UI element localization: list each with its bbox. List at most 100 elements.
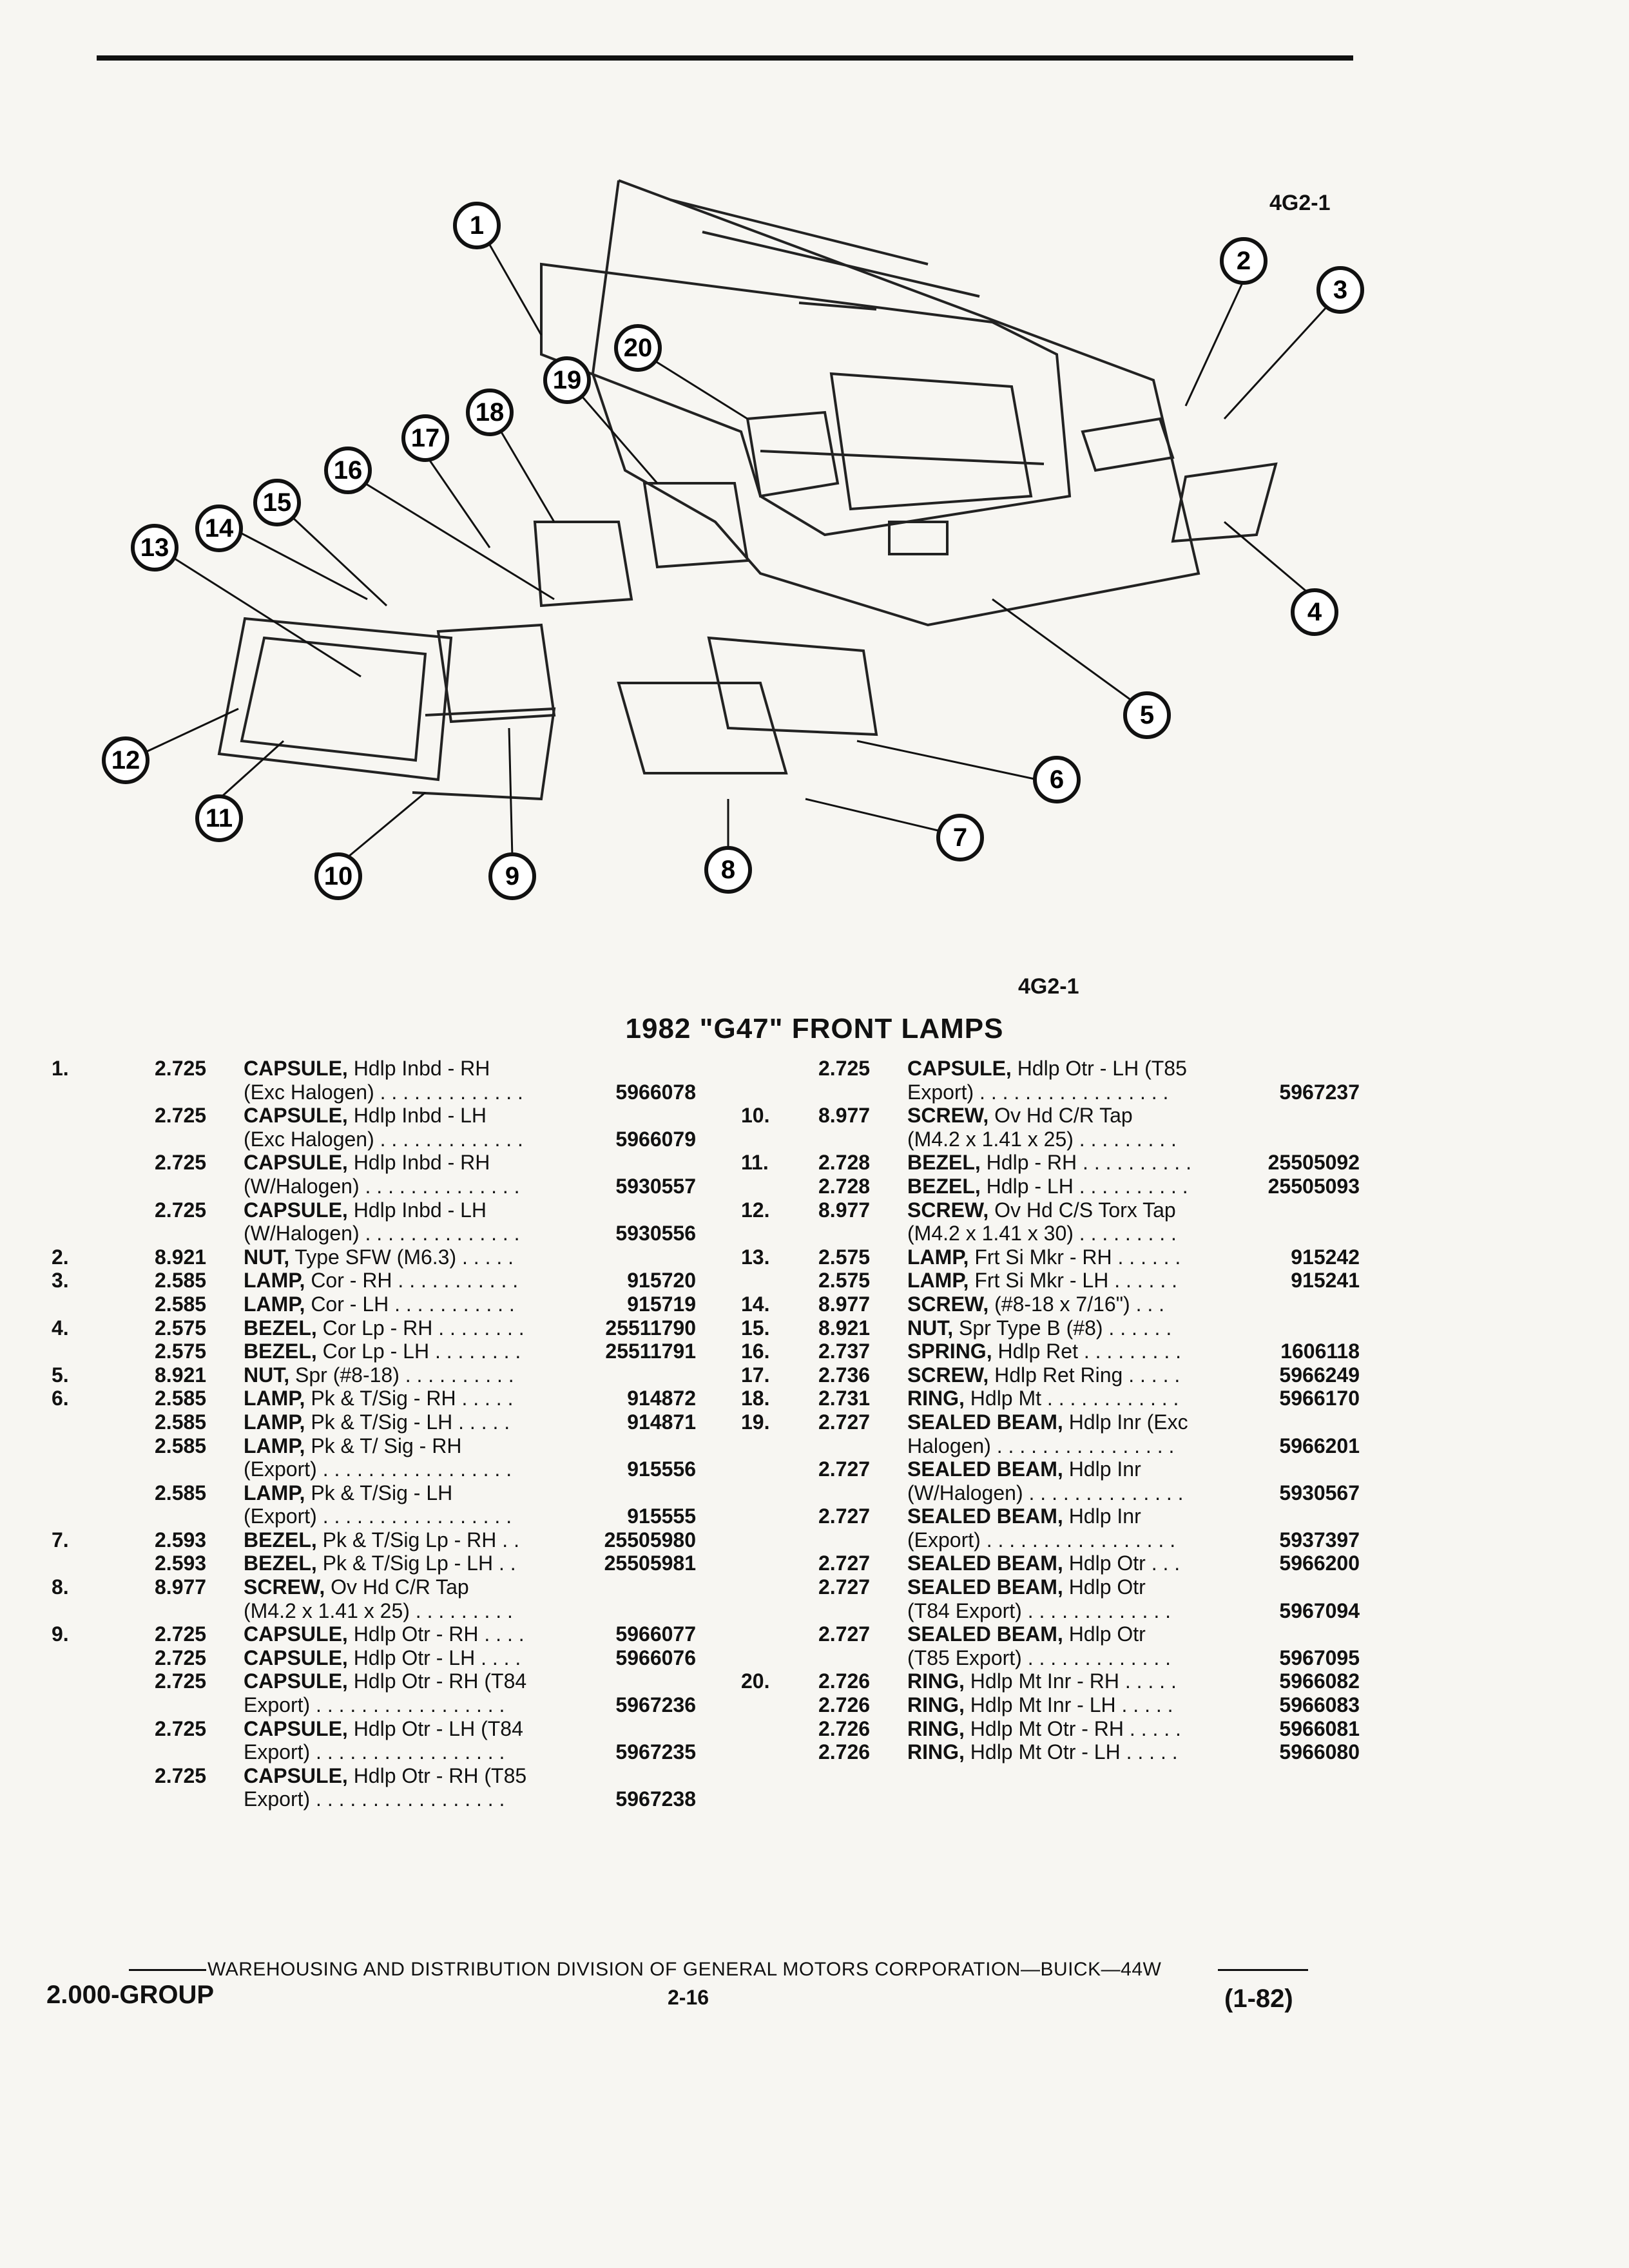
- group-number: 2.585: [155, 1410, 207, 1434]
- part-name: CAPSULE,: [244, 1716, 348, 1740]
- part-description: SCREW, Ov Hd C/R Tap: [907, 1104, 1133, 1128]
- part-description: (Exc Halogen) . . . . . . . . . . . . .: [244, 1128, 523, 1151]
- part-number: 5966082: [1279, 1669, 1360, 1693]
- group-number: 2.575: [818, 1245, 871, 1269]
- part-description: BEZEL, Pk & T/Sig Lp - RH . .: [244, 1528, 519, 1552]
- group-number: 8.977: [155, 1575, 207, 1599]
- part-number: 5967095: [1279, 1646, 1360, 1669]
- group-number: 2.737: [818, 1340, 871, 1363]
- part-description: BEZEL, Hdlp - RH . . . . . . . . . .: [907, 1151, 1191, 1175]
- part-detail: Hdlp Otr - LH (T84: [347, 1716, 523, 1740]
- part-number: 5930567: [1279, 1481, 1360, 1504]
- svg-text:5: 5: [1140, 701, 1154, 729]
- part-detail: Export) . . . . . . . . . . . . . . . . …: [244, 1787, 505, 1811]
- part-description: (T85 Export) . . . . . . . . . . . . .: [907, 1646, 1171, 1670]
- part-number: 5966077: [615, 1622, 696, 1646]
- part-description: CAPSULE, Hdlp Otr - LH (T84: [244, 1717, 523, 1741]
- part-name: SEALED BEAM,: [907, 1575, 1063, 1599]
- part-name: LAMP,: [244, 1434, 305, 1457]
- part-name: BEZEL,: [907, 1151, 981, 1175]
- part-detail: Hdlp Mt Otr - RH . . . . .: [964, 1716, 1181, 1740]
- item-number: 13.: [741, 1245, 770, 1269]
- part-number: 25511790: [605, 1316, 696, 1340]
- part-name: LAMP,: [244, 1269, 305, 1293]
- part-detail: Export) . . . . . . . . . . . . . . . . …: [244, 1693, 505, 1717]
- svg-text:18: 18: [476, 398, 505, 427]
- item-number: 6.: [52, 1387, 69, 1410]
- part-description: Export) . . . . . . . . . . . . . . . . …: [244, 1693, 505, 1717]
- part-description: LAMP, Cor - RH . . . . . . . . . . .: [244, 1269, 518, 1293]
- callout-18: 18: [466, 389, 514, 436]
- part-description: LAMP, Frt Si Mkr - RH . . . . . .: [907, 1245, 1181, 1269]
- group-number: 2.727: [818, 1457, 871, 1481]
- group-number: 2.727: [818, 1552, 871, 1575]
- part-description: SEALED BEAM, Hdlp Inr: [907, 1504, 1141, 1528]
- part-number: 5966201: [1279, 1434, 1360, 1457]
- part-number: 5967094: [1279, 1599, 1360, 1622]
- group-number: 2.593: [155, 1552, 207, 1575]
- part-detail: Hdlp Ret Ring . . . . .: [988, 1363, 1181, 1387]
- part-name: BEZEL,: [244, 1340, 317, 1363]
- group-number: 2.736: [818, 1363, 871, 1387]
- part-name: NUT,: [907, 1316, 954, 1340]
- part-line-row: (M4.2 x 1.41 x 25) . . . . . . . . .: [52, 1599, 696, 1623]
- group-number: 2.575: [155, 1340, 207, 1363]
- group-number: 2.725: [155, 1716, 207, 1740]
- part-name: CAPSULE,: [244, 1669, 348, 1693]
- part-description: BEZEL, Pk & T/Sig Lp - LH . .: [244, 1552, 516, 1575]
- part-line-row: 5930567(W/Halogen) . . . . . . . . . . .…: [741, 1481, 1385, 1505]
- page-number: 2-16: [668, 1986, 709, 2009]
- part-description: (M4.2 x 1.41 x 25) . . . . . . . . .: [907, 1128, 1177, 1151]
- park-lamp-drawing: [617, 636, 878, 774]
- svg-text:20: 20: [624, 334, 653, 362]
- callout-17: 17: [401, 414, 449, 462]
- part-description: (Export) . . . . . . . . . . . . . . . .…: [244, 1504, 512, 1528]
- part-detail: Hdlp Otr: [1063, 1622, 1146, 1646]
- front-end-sheet-metal: [540, 179, 1200, 627]
- part-description: CAPSULE, Hdlp Otr - LH (T85: [907, 1057, 1187, 1081]
- part-name: CAPSULE,: [244, 1646, 348, 1669]
- item-number: 19.: [741, 1410, 770, 1434]
- svg-text:11: 11: [206, 804, 233, 832]
- part-name: SEALED BEAM,: [907, 1457, 1063, 1481]
- part-line-row: 915555(Export) . . . . . . . . . . . . .…: [52, 1504, 696, 1528]
- group-number: 8.977: [818, 1104, 871, 1128]
- item-number: 12.: [741, 1198, 770, 1222]
- group-number: 2.725: [818, 1057, 871, 1080]
- part-name: NUT,: [244, 1363, 290, 1387]
- callout-4: 4: [1291, 588, 1338, 636]
- part-detail: (W/Halogen) . . . . . . . . . . . . . .: [244, 1222, 520, 1245]
- part-description: SEALED BEAM, Hdlp Otr: [907, 1575, 1146, 1599]
- group-number: 2.585: [155, 1434, 207, 1457]
- part-name: SCREW,: [907, 1198, 989, 1222]
- part-description: LAMP, Frt Si Mkr - LH . . . . . .: [907, 1269, 1177, 1293]
- svg-text:4: 4: [1307, 598, 1322, 626]
- part-detail: (T85 Export) . . . . . . . . . . . . .: [907, 1646, 1171, 1669]
- part-detail: (W/Halogen) . . . . . . . . . . . . . .: [244, 1174, 520, 1198]
- group-number: 2.725: [155, 1198, 207, 1222]
- part-description: CAPSULE, Hdlp Otr - LH . . . .: [244, 1646, 521, 1670]
- item-number: 2.: [52, 1245, 69, 1269]
- part-description: (Export) . . . . . . . . . . . . . . . .…: [907, 1528, 1175, 1552]
- group-number: 2.725: [155, 1763, 207, 1787]
- part-description: LAMP, Pk & T/Sig - LH: [244, 1481, 452, 1505]
